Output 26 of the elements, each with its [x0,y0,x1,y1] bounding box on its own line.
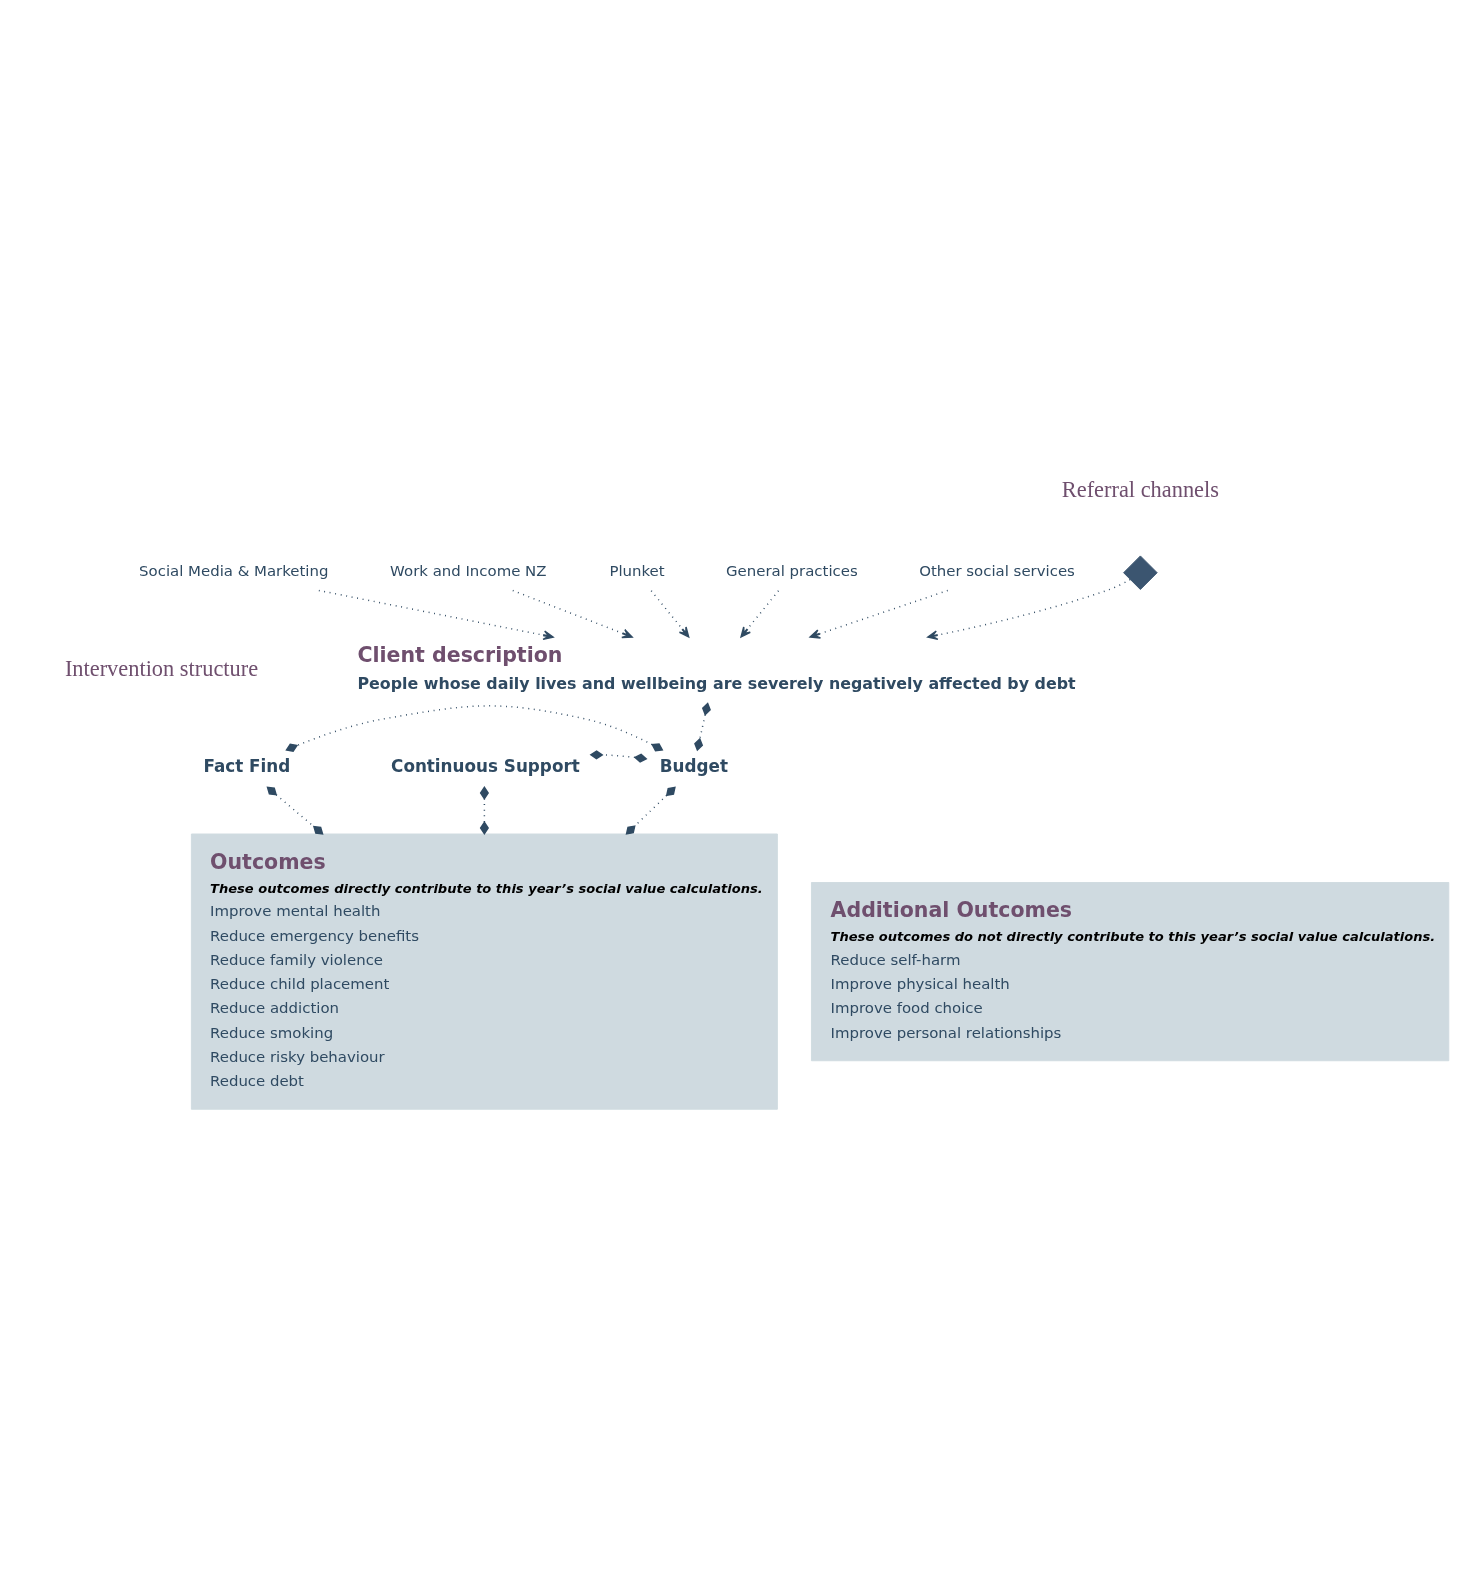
node-diamond [1123,555,1158,590]
arrow [318,589,554,641]
arrow [650,590,690,638]
node-text: Fact Find [203,755,291,776]
node-text: Work and Income NZ [390,562,547,581]
label: Referral channels [1061,477,1219,503]
node-text: Continuous Support [391,755,580,776]
connector [589,750,648,763]
node-text: Budget [659,755,728,776]
arrow [740,590,780,638]
connector [266,786,324,835]
arrow [927,578,1131,641]
node-text: General practices [726,562,858,581]
connector [479,786,489,835]
connector [694,702,711,752]
node-box: Additional Outcomes These outcomes do not directly contribute to this year’s social value calculations. Reduce self-harm Improve physical health Improve food choice Improve personal relationships [811,882,1450,1062]
connector [285,705,664,753]
arrow [809,589,949,639]
connector [625,786,676,835]
node-text: Plunket [609,562,665,581]
node-box: Outcomes These outcomes directly contribute to this year’s social value calculations. Improve mental health Reduce emergency benefits Reduce family violence Reduce child placement Reduce addiction Reduce smoking Reduce risky behaviour Reduce debt [190,833,778,1110]
label: Intervention structure [64,656,259,682]
arrow [512,589,633,639]
node-text: Other social services [919,562,1075,581]
node-text: Client description People whose daily lives and wellbeing are severely negatively affected by debt [357,643,1076,693]
node-text: Social Media & Marketing [139,562,329,581]
